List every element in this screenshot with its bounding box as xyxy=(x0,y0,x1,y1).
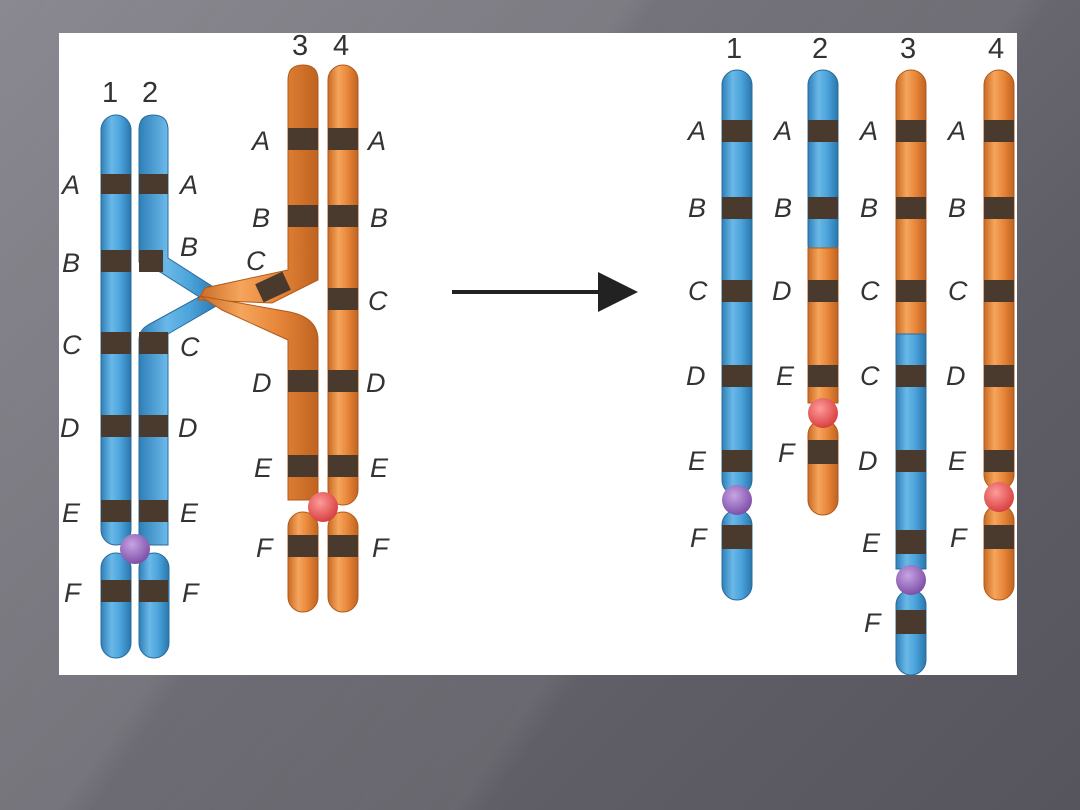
left-chr2-label-d: D xyxy=(178,413,198,443)
left-number-1: 1 xyxy=(102,77,118,109)
left-chr3-label-f: F xyxy=(256,533,274,563)
left-centromere-blue xyxy=(120,534,150,564)
left-chr4-label-e: E xyxy=(370,453,389,483)
left-chr2-label-a: A xyxy=(178,170,198,200)
right-centromere-4 xyxy=(984,482,1014,512)
right-chr3-label-c: C xyxy=(860,276,880,306)
right-chr3-label-a: A xyxy=(858,116,878,146)
left-chr3-label-d: D xyxy=(252,368,272,398)
right-number-2: 2 xyxy=(812,33,828,65)
right-chr2-label-a: A xyxy=(772,116,792,146)
left-chr4-label-b: B xyxy=(370,203,388,233)
left-chromosome-1 xyxy=(100,114,132,659)
right-chr4-label-a: A xyxy=(946,116,966,146)
right-chr1-label-d: D xyxy=(686,361,706,391)
left-panel: 1 2 3 4 A B C D E F A B C D E F A B C D … xyxy=(60,30,390,659)
right-chr2-label-e: E xyxy=(776,361,795,391)
left-chr3-label-b: B xyxy=(252,203,270,233)
right-chr4-label-d: D xyxy=(946,361,966,391)
left-number-3: 3 xyxy=(292,30,308,62)
right-chromosome-1 xyxy=(721,69,753,601)
figure-panel xyxy=(59,33,1017,675)
left-bands xyxy=(101,128,358,602)
left-chr3-label-c: C xyxy=(246,246,266,276)
right-panel: 1 2 3 4 A B C D E F A B D E F A B C C D … xyxy=(686,33,1015,676)
left-centromere-orange xyxy=(308,492,338,522)
right-chr3-label-b: B xyxy=(860,193,878,223)
right-chr1-label-a: A xyxy=(686,116,706,146)
right-chr2-label-b: B xyxy=(774,193,792,223)
right-chr2-label-f: F xyxy=(778,438,796,468)
right-chr2-label-d: D xyxy=(772,276,792,306)
left-chr3-label-a: A xyxy=(250,126,270,156)
left-chr3-label-e: E xyxy=(254,453,273,483)
left-chr4-label-a: A xyxy=(366,126,386,156)
left-chr1-label-b: B xyxy=(62,248,80,278)
left-chr1-label-e: E xyxy=(62,498,81,528)
right-chr3-label-f: F xyxy=(864,608,882,638)
right-chr3-label-c2: C xyxy=(860,361,880,391)
right-chr3-label-d: D xyxy=(858,446,878,476)
right-bands xyxy=(722,120,1014,634)
right-chr4-label-e: E xyxy=(948,446,967,476)
left-number-2: 2 xyxy=(142,77,158,109)
right-centromere-2 xyxy=(808,398,838,428)
left-chr4-label-c: C xyxy=(368,286,388,316)
left-chr2-label-f: F xyxy=(182,578,200,608)
right-chr1-label-c: C xyxy=(688,276,708,306)
right-chr3-label-e: E xyxy=(862,528,881,558)
right-number-4: 4 xyxy=(988,33,1004,65)
left-chr2-label-e: E xyxy=(180,498,199,528)
left-chr1-label-d: D xyxy=(60,413,80,443)
left-chr4-label-d: D xyxy=(366,368,386,398)
right-chr1-label-e: E xyxy=(688,446,707,476)
right-number-1: 1 xyxy=(726,33,742,65)
left-chr1-label-c: C xyxy=(62,330,82,360)
right-centromere-1 xyxy=(722,485,752,515)
left-chr2-label-b: B xyxy=(180,232,198,262)
right-chromosome-4 xyxy=(983,69,1015,601)
right-chr4-label-b: B xyxy=(948,193,966,223)
right-chr4-label-c: C xyxy=(948,276,968,306)
right-number-3: 3 xyxy=(900,33,916,65)
left-chr1-label-f: F xyxy=(64,578,82,608)
left-chr2-label-c: C xyxy=(180,332,200,362)
left-chr1-label-a: A xyxy=(60,170,80,200)
left-chr4-label-f: F xyxy=(372,533,390,563)
right-chr1-label-f: F xyxy=(690,523,708,553)
right-chr1-label-b: B xyxy=(688,193,706,223)
right-centromere-3 xyxy=(896,565,926,595)
right-chr4-label-f: F xyxy=(950,523,968,553)
left-number-4: 4 xyxy=(333,30,349,62)
